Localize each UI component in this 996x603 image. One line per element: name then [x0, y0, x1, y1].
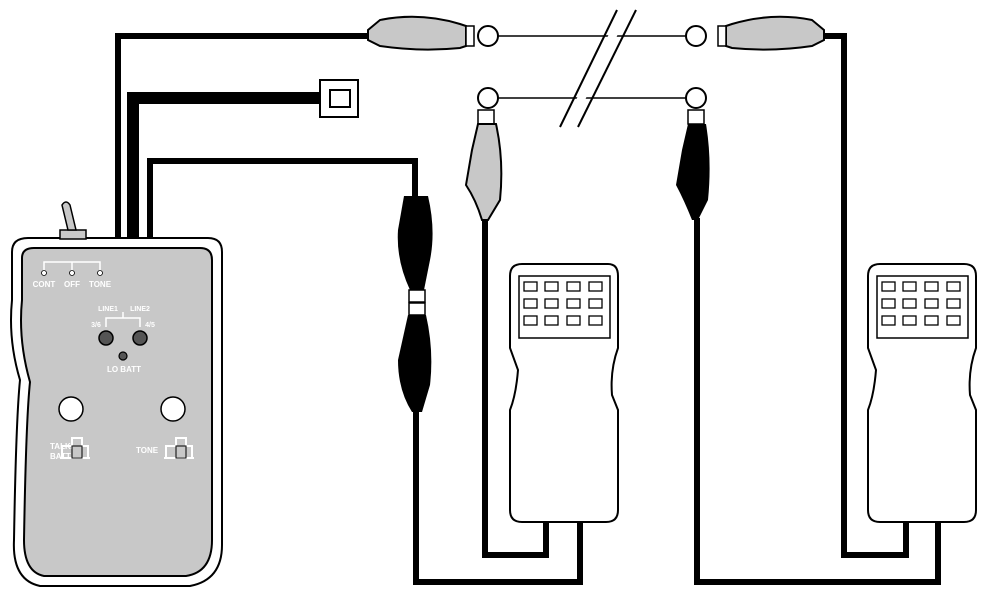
- handset2-lead-1: [694, 218, 941, 585]
- tester-lead-2: [147, 158, 418, 238]
- handset1-lead-1: [413, 410, 583, 585]
- handset-left: [509, 263, 619, 523]
- talk-batt-label-2: BATT: [50, 452, 71, 461]
- wires: [115, 33, 941, 585]
- lo-batt-label: LO BATT: [107, 365, 141, 374]
- terminal-post-icon: [685, 25, 707, 47]
- mode-tone-label: TONE: [89, 280, 112, 289]
- alligator-clip-icon: [464, 109, 503, 221]
- tone-button-label: TONE: [136, 446, 159, 455]
- toggle-switch-icon[interactable]: [59, 201, 87, 240]
- rj11-plug-icon: [319, 79, 359, 118]
- handset-right: [867, 263, 977, 523]
- line2-led: [132, 330, 148, 346]
- push-button-icon[interactable]: [164, 437, 194, 459]
- line-pair: [477, 9, 707, 128]
- line1-pins-label: 3/6: [91, 322, 101, 329]
- mode-selector: CONT OFF TONE: [33, 261, 112, 289]
- alligator-clip-icon: [397, 196, 433, 303]
- terminal-post-icon: [477, 87, 499, 109]
- line1-led: [98, 330, 114, 346]
- alligator-clip-icon: [367, 15, 475, 51]
- line1-label: LINE1: [98, 306, 118, 313]
- alligator-clip-icon: [717, 15, 825, 51]
- terminal-post-icon: [685, 87, 707, 109]
- talk-batt-indicator: [58, 396, 84, 422]
- tester-unit: CONT OFF TONE LINE1 LINE2 3/6 4/5 LO BAT…: [10, 201, 223, 587]
- line2-label: LINE2: [130, 306, 150, 313]
- tester-lead-1: [115, 33, 372, 238]
- lo-batt-led: [118, 351, 128, 361]
- line-break-icon: [559, 9, 637, 128]
- mode-off-label: OFF: [64, 280, 80, 289]
- line-indicators: LINE1 LINE2 3/6 4/5 LO BATT: [91, 306, 155, 374]
- handset2-lead-2: [822, 33, 909, 558]
- handset1-lead-2: [482, 218, 549, 558]
- alligator-clip-icon: [676, 109, 710, 220]
- tone-indicator: [160, 396, 186, 422]
- rj11-cable: [127, 92, 322, 238]
- line2-pins-label: 4/5: [145, 322, 155, 329]
- keypad-icon: [518, 275, 611, 339]
- keypad-icon: [876, 275, 969, 339]
- terminal-post-icon: [477, 25, 499, 47]
- mode-cont-label: CONT: [33, 280, 56, 289]
- push-button-icon[interactable]: [60, 437, 90, 459]
- alligator-clip-icon: [398, 302, 432, 412]
